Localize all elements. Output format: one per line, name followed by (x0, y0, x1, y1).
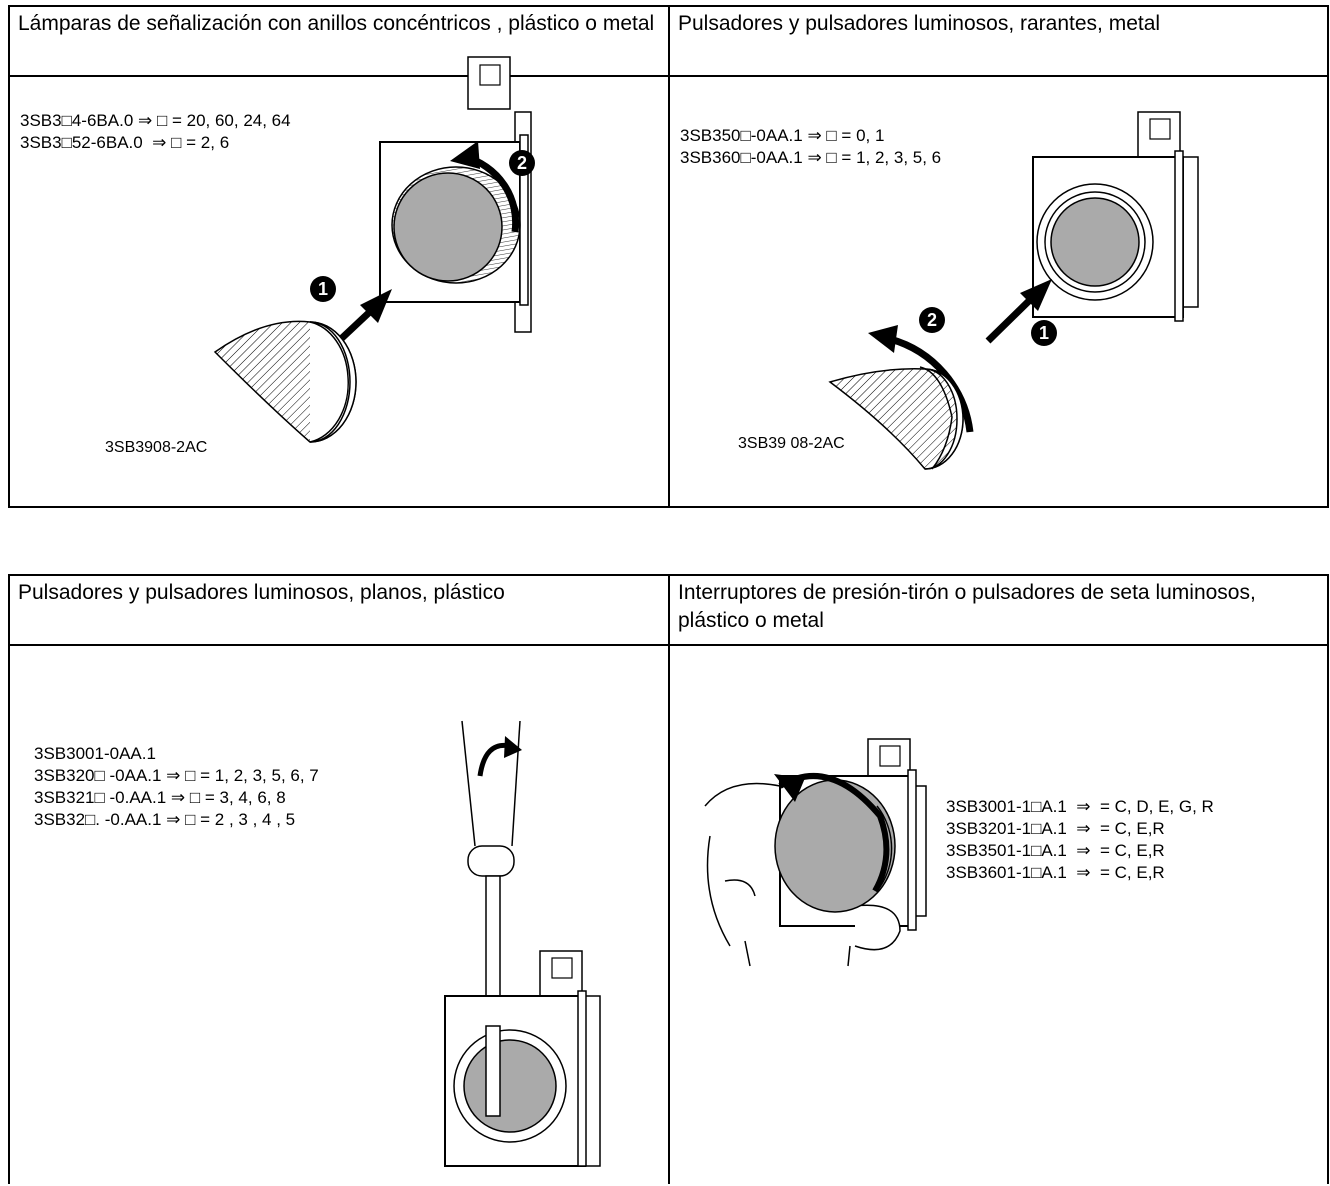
cell-title-pushbuttons-flat: Pulsadores y pulsadores luminosos, plano… (18, 581, 505, 604)
pushbutton-ring-illustration: 1 2 (828, 111, 1199, 470)
code-line: 3SB360□-0AA.1 ⇒ □ = 1, 2, 3, 5, 6 (680, 148, 942, 167)
column-divider (668, 7, 670, 506)
svg-text:1: 1 (1039, 323, 1049, 343)
cell-signal-lamps: 3SB3□4-6BA.0 ⇒ □ = 20, 60, 24, 64 3SB3□5… (10, 56, 668, 506)
code-line: 3SB3001-1□A.1 ⇒ = C, D, E, G, R (946, 797, 1214, 816)
mushroom-cap-icon (774, 779, 896, 913)
code-line: 3SB321□ -0.AA.1 ⇒ □ = 3, 4, 6, 8 (34, 788, 286, 807)
svg-text:1: 1 (318, 279, 328, 299)
part-number-caption: 3SB39 08-2AC (738, 435, 845, 452)
screwdriver-illustration (444, 720, 601, 1167)
switch-block-icon (379, 56, 532, 333)
table-bottom: Pulsadores y pulsadores luminosos, plano… (8, 574, 1329, 1184)
insert-arrow-icon (985, 292, 1038, 344)
column-divider (668, 576, 670, 1184)
rotate-arrow-icon (778, 773, 890, 893)
code-line: 3SB3□52-6BA.0 ⇒ □ = 2, 6 (20, 133, 230, 152)
step-1-badge-icon (310, 276, 336, 302)
cell-pushbuttons-flat: 3SB3001-0AA.1 3SB320□ -0AA.1 ⇒ □ = 1, 2,… (10, 646, 668, 1184)
concentric-ring-part-icon (213, 320, 357, 443)
code-line: 3SB3501-1□A.1 ⇒ = C, E,R (946, 841, 1165, 860)
table-top: Lámparas de señalización con anillos con… (8, 5, 1329, 508)
switch-block-icon (1032, 111, 1199, 322)
svg-text:2: 2 (517, 153, 527, 173)
hand-icon (704, 782, 901, 967)
code-line: 3SB3001-0AA.1 (34, 744, 156, 763)
concentric-ring-part-icon (828, 366, 964, 470)
switch-block-icon (444, 950, 601, 1167)
cell-title-signal-lamps: Lámparas de señalización con anillos con… (18, 12, 655, 35)
code-line: 3SB3201-1□A.1 ⇒ = C, E,R (946, 819, 1165, 838)
step-1-badge-icon (1031, 320, 1057, 346)
part-number-caption: 3SB3908-2AC (105, 439, 208, 456)
step-2-badge-icon (919, 307, 945, 333)
code-line: 3SB350□-0AA.1 ⇒ □ = 0, 1 (680, 126, 885, 145)
svg-text:2: 2 (927, 310, 937, 330)
cell-title-push-pull-switches: Interruptores de presión-tirón o pulsado… (678, 581, 1256, 632)
rotate-arrow-icon (889, 335, 974, 433)
step-2-badge-icon (509, 150, 535, 176)
lamp-ring-illustration: 2 1 (213, 56, 535, 443)
mushroom-button-illustration (704, 738, 927, 967)
cell-push-pull-switches: 3SB3001-1□A.1 ⇒ = C, D, E, G, R 3SB3201-… (670, 646, 1327, 1184)
code-line: 3SB3601-1□A.1 ⇒ = C, E,R (946, 863, 1165, 882)
code-line: 3SB3□4-6BA.0 ⇒ □ = 20, 60, 24, 64 (20, 111, 291, 130)
cell-pushbuttons-metal: 3SB350□-0AA.1 ⇒ □ = 0, 1 3SB360□-0AA.1 ⇒… (670, 77, 1327, 506)
code-line: 3SB32□. -0.AA.1 ⇒ □ = 2 , 3 , 4 , 5 (34, 810, 296, 829)
cell-title-pushbuttons-metal: Pulsadores y pulsadores luminosos, raran… (678, 12, 1161, 35)
code-line: 3SB320□ -0AA.1 ⇒ □ = 1, 2, 3, 5, 6, 7 (34, 766, 319, 785)
